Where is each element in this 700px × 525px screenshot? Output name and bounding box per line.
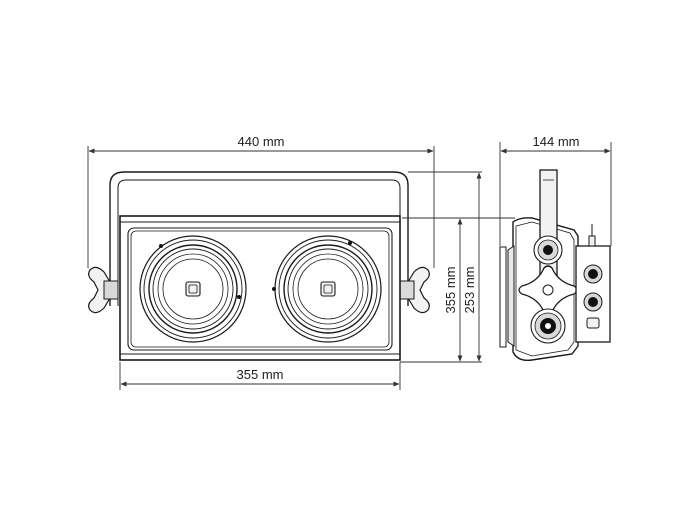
left-knob [88, 266, 119, 314]
overall-height-label: 253 mm [462, 267, 477, 314]
connector-lower [583, 292, 603, 312]
side-view [499, 169, 611, 362]
overall-width-label: 440 mm [238, 134, 285, 149]
right-lens [272, 235, 382, 343]
depth-label: 144 mm [533, 134, 580, 149]
body-height-label: 355 mm [443, 267, 458, 314]
body-width-label: 355 mm [237, 367, 284, 382]
fan-top [533, 235, 563, 265]
rear-plate [499, 246, 507, 348]
connector-upper [583, 264, 603, 284]
front-view [88, 171, 430, 361]
side-knob [518, 265, 578, 315]
fan-bottom [530, 308, 566, 344]
left-lens [139, 235, 247, 343]
right-knob [399, 266, 430, 314]
dimensions [87, 142, 612, 390]
yoke-bracket [109, 171, 409, 306]
